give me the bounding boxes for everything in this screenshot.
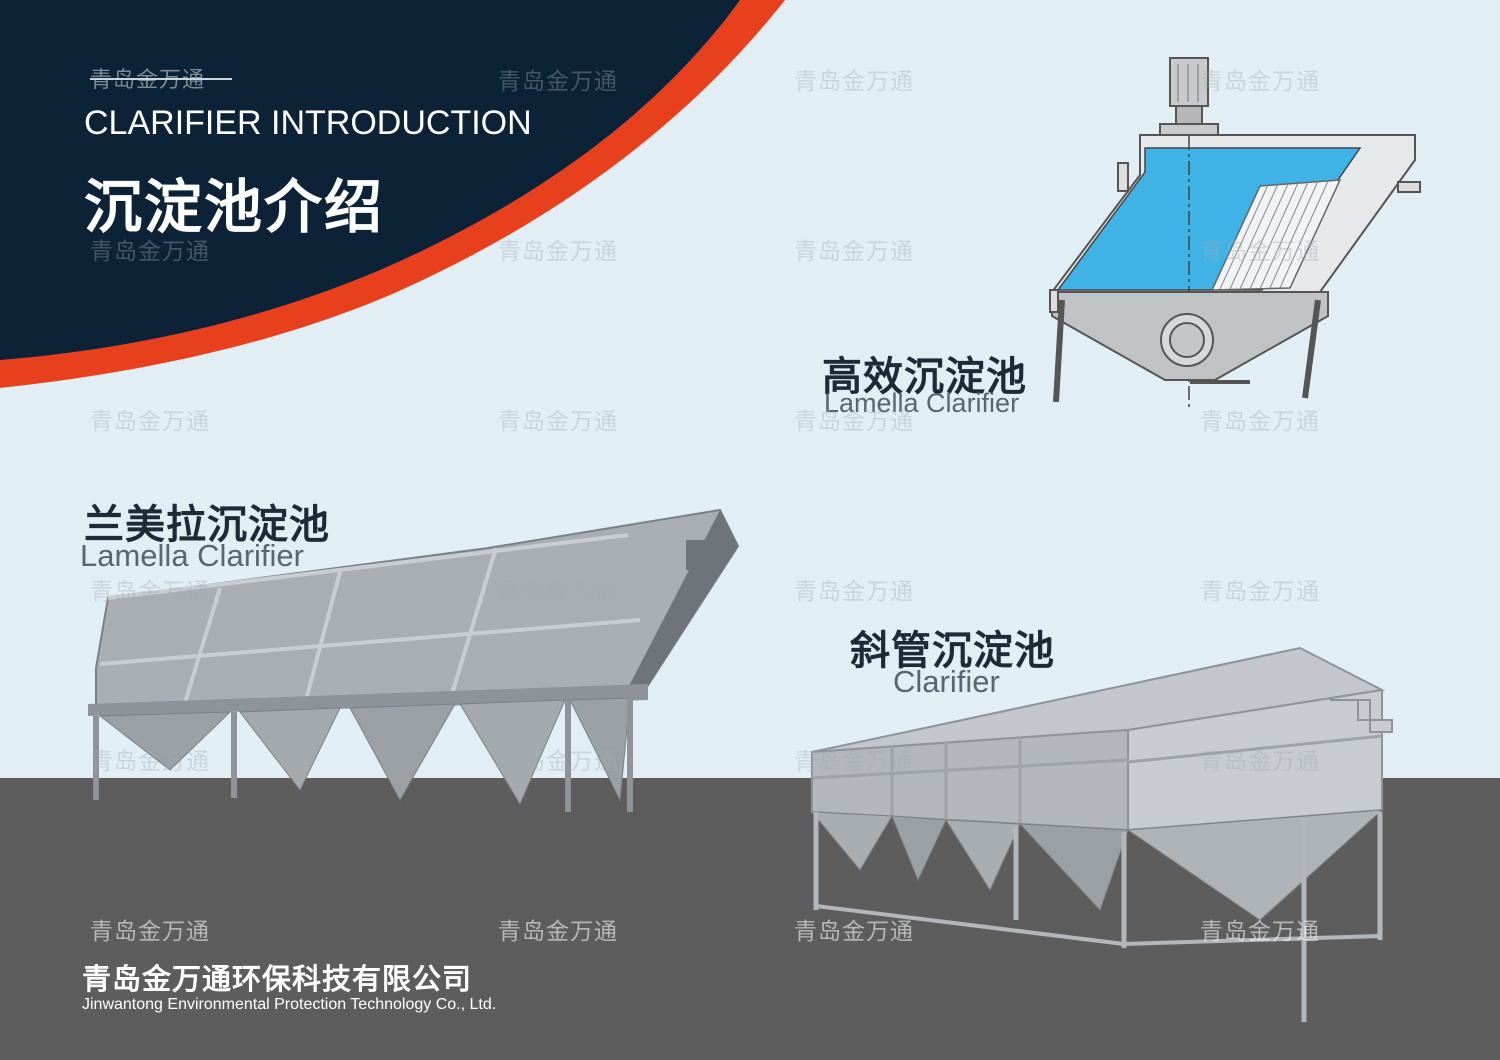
product-2-name-cn: 兰美拉沉淀池 [84,502,330,548]
product-1-name-cn: 高效沉淀池 [822,354,1027,400]
lamella-plates [1210,179,1342,291]
motor-icon [1159,57,1219,137]
product-2-name-en: Lamella Clarifier [80,538,304,573]
header-title-en: CLARIFIER INTRODUCTION [84,104,532,142]
product-3-name-en: Clarifier [893,664,1000,699]
product-1-name-en: Lamella Clarifier [824,388,1020,418]
subtitle-underline [90,78,232,80]
navy-wave-panel [0,0,740,360]
header-title-cn: 沉淀池介绍 [84,173,385,241]
product-3-name-cn: 斜管沉淀池 [850,628,1055,674]
header-subtitle-cn: 青岛金万通 [90,68,206,93]
company-name-en: Jinwantong Environmental Protection Tech… [82,996,497,1013]
company-name-cn: 青岛金万通环保科技有限公司 [82,962,473,996]
